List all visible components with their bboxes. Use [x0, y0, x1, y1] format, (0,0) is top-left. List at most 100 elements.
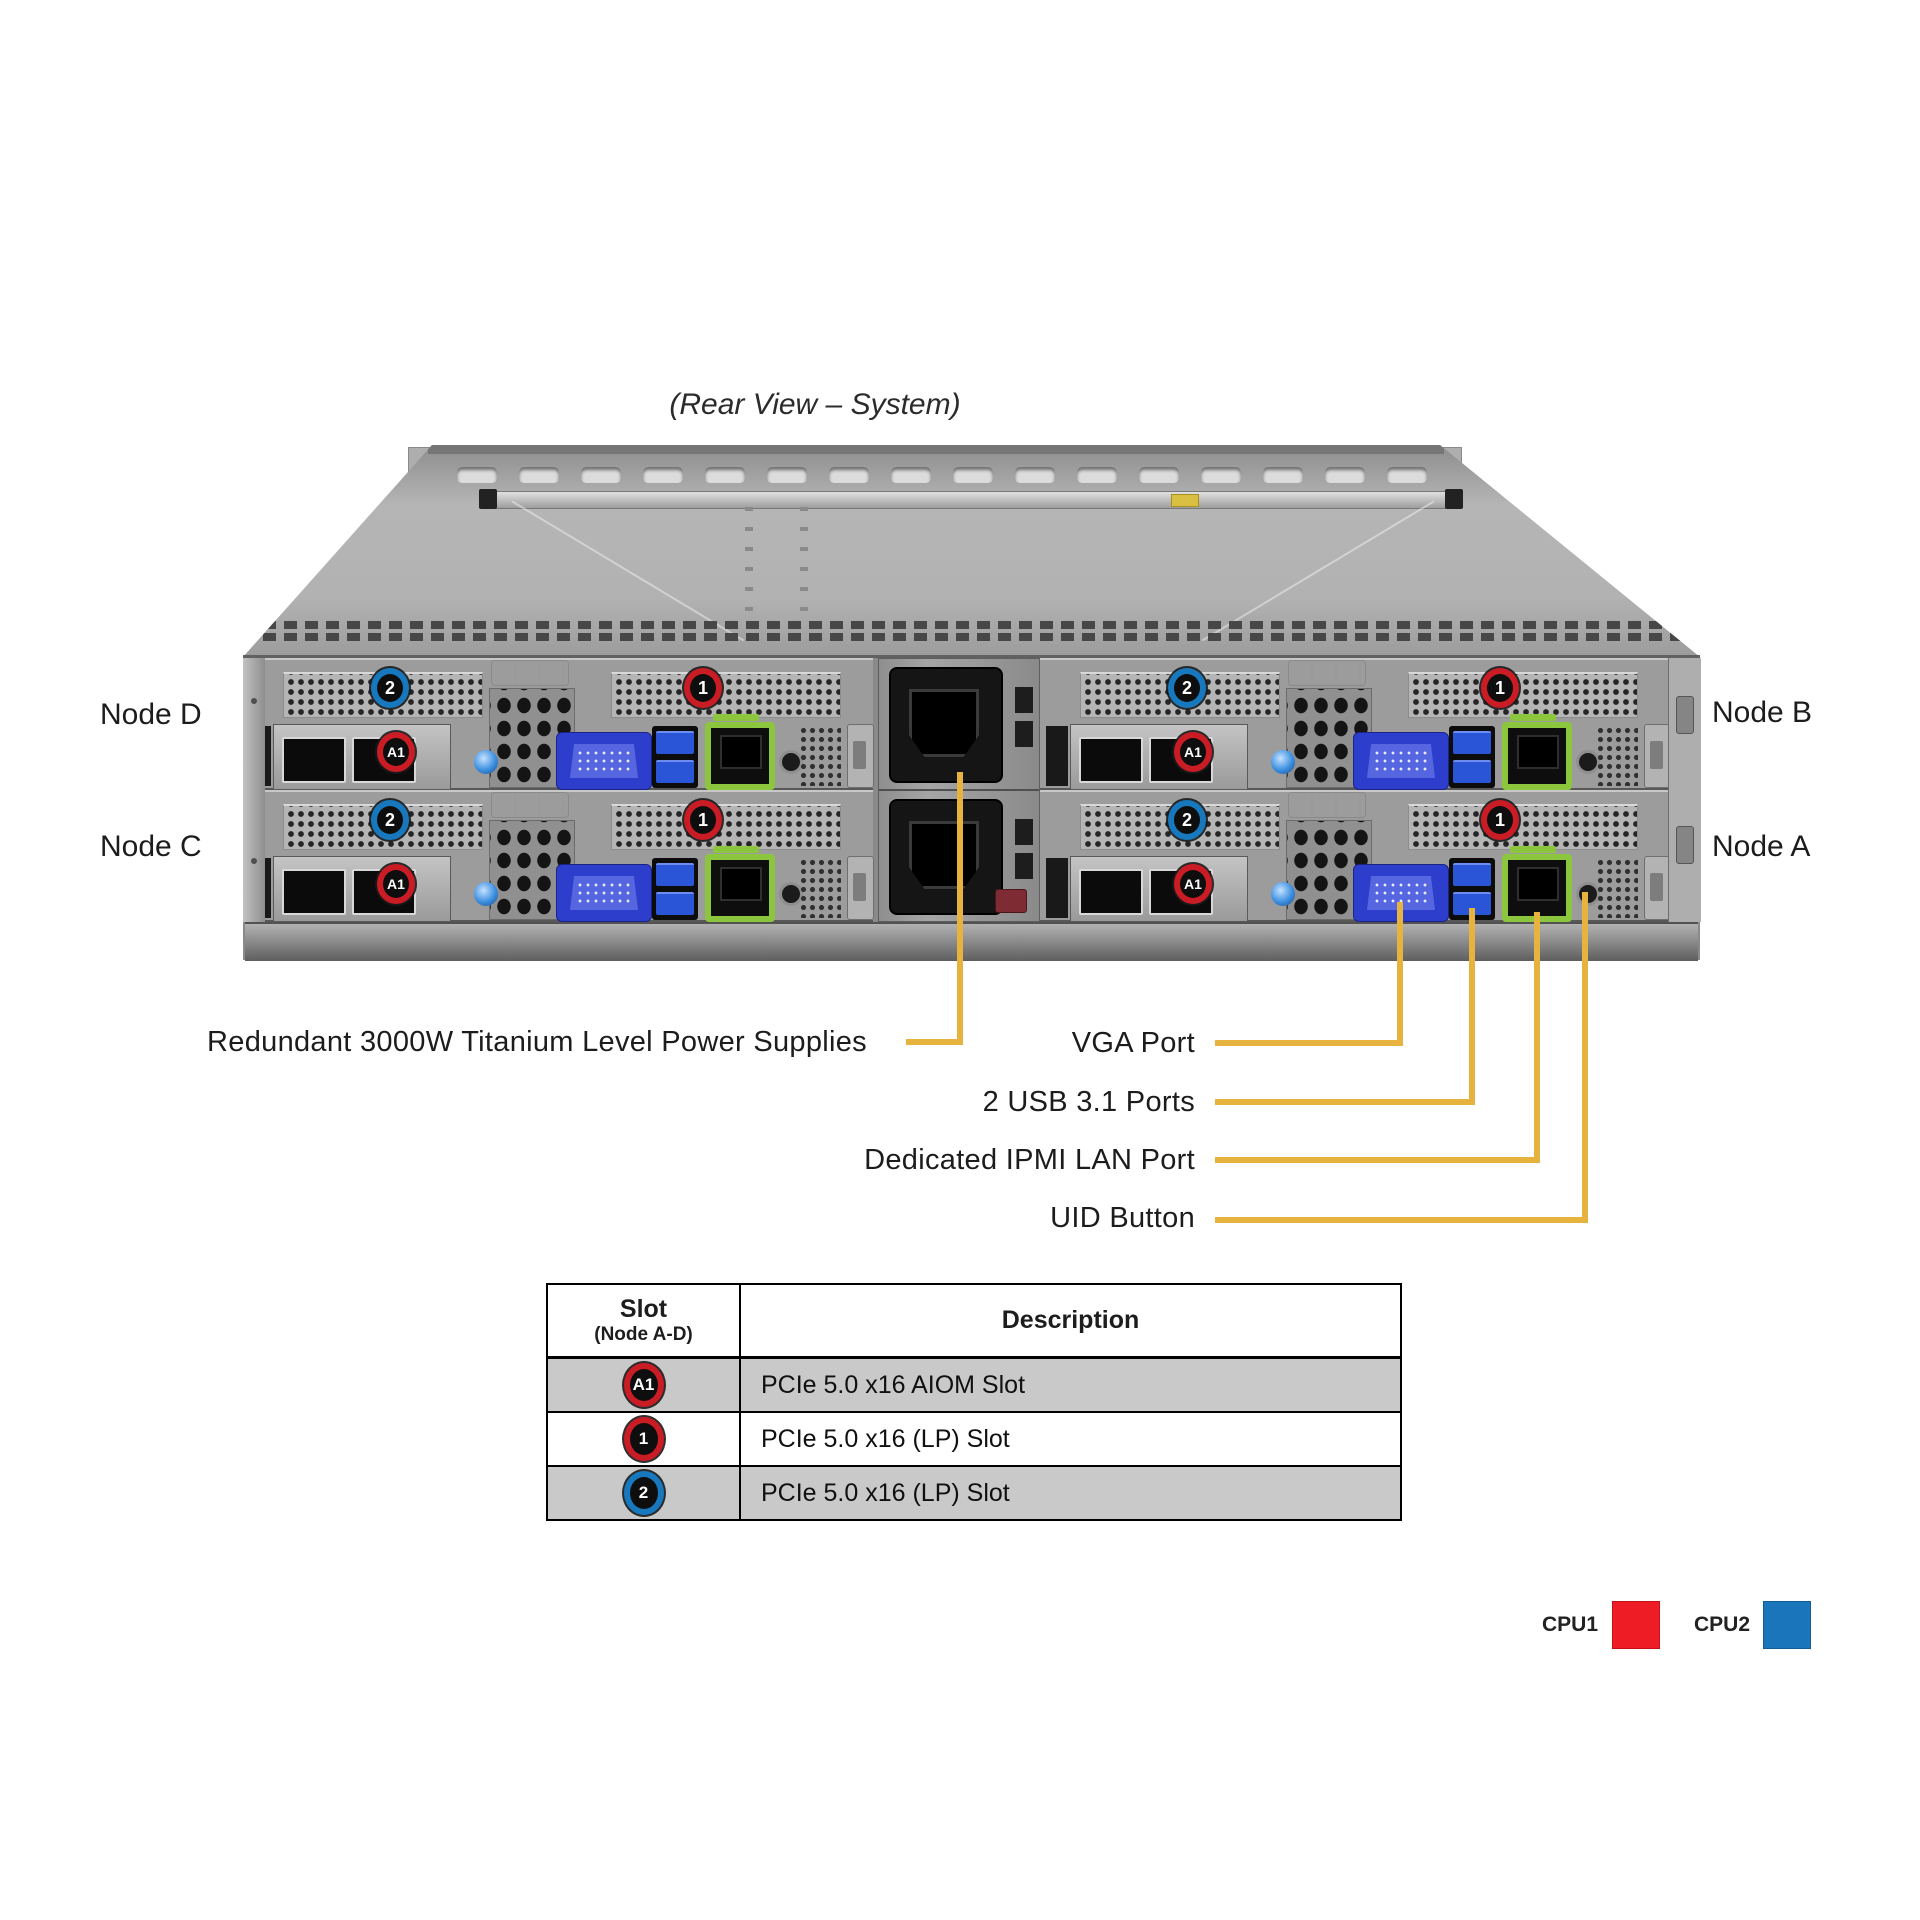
slot1-badge-label: 1	[1494, 809, 1505, 830]
slot1-badge: 1	[1481, 800, 1519, 840]
warning-sticker	[1171, 494, 1199, 507]
usb-ports	[1449, 858, 1495, 920]
node-release-latch	[847, 856, 874, 920]
vent-holes	[1596, 726, 1638, 786]
slot-description: PCIe 5.0 x16 AIOM Slot	[761, 1370, 1026, 1399]
slot1-badge-label: 1	[1494, 677, 1505, 698]
ipmi-callout-label: Dedicated IPMI LAN Port	[864, 1144, 1195, 1176]
vent-holes	[799, 726, 841, 786]
slot-description: PCIe 5.0 x16 (LP) Slot	[761, 1424, 1010, 1453]
legend-cpu1-label: CPU1	[1542, 1613, 1599, 1636]
slot2-badge: 2	[1168, 668, 1206, 708]
latch-clip	[1288, 792, 1366, 818]
status-led	[1271, 882, 1295, 906]
vent-holes	[1596, 858, 1638, 918]
psu-connector-detail	[1015, 687, 1033, 747]
rail-clip	[1445, 489, 1463, 509]
slot-header-line1: Slot	[619, 1295, 668, 1323]
slot2-badge: 2	[371, 800, 409, 840]
vga-port	[556, 864, 652, 922]
chassis-top-cover	[243, 445, 1700, 657]
usb-callout-label: 2 USB 3.1 Ports	[982, 1086, 1195, 1118]
slot2-badge: 2	[371, 668, 409, 708]
callout-line-ipmi	[1534, 912, 1540, 1163]
table-row: A1 PCIe 5.0 x16 AIOM Slot	[548, 1359, 1400, 1411]
callout-line-psu	[957, 772, 963, 1045]
slot-description: PCIe 5.0 x16 (LP) Slot	[761, 1478, 1010, 1507]
aiom-port	[1079, 869, 1143, 915]
slotA1-badge: A1	[1174, 864, 1212, 904]
legend-cpu2-swatch	[1763, 1601, 1811, 1649]
ipmi-lan-port	[1502, 714, 1572, 790]
description-column-header: Description	[1001, 1306, 1140, 1334]
aiom-port-cage	[1070, 724, 1248, 790]
psu-connector-detail	[1015, 819, 1033, 879]
slotA1-badge-label: A1	[1184, 876, 1202, 892]
callout-line-uid	[1215, 1217, 1588, 1223]
aiom-port	[1079, 737, 1143, 783]
chassis-rear-lip	[428, 445, 1444, 454]
slot-column-header: Slot (Node A-D)	[548, 1285, 741, 1356]
legend-cpu2-label: CPU2	[1694, 1613, 1751, 1636]
vga-port	[1353, 732, 1449, 790]
vent-panel-slot1	[1408, 804, 1638, 850]
slot1-badge-label: 1	[697, 809, 708, 830]
node-a-module: 2 1 A1	[1040, 790, 1671, 922]
node-d-label: Node D	[100, 698, 202, 731]
slot1-badge-label: 1	[697, 677, 708, 698]
vent-holes	[799, 858, 841, 918]
ac-inlet	[889, 667, 1003, 783]
vent-panel-slot1	[1408, 672, 1638, 718]
callout-line-uid	[1582, 892, 1588, 1223]
chassis-base	[245, 922, 1698, 961]
slot-header-line2: (Node A-D)	[594, 1324, 693, 1345]
slot1-badge: 1	[1481, 668, 1519, 708]
status-led	[474, 750, 498, 774]
vent-panel-slot1	[611, 672, 841, 718]
ipmi-lan-port	[705, 714, 775, 790]
callout-line-ipmi	[1215, 1157, 1540, 1163]
status-led	[474, 882, 498, 906]
slotA1-badge: A1	[377, 864, 415, 904]
callout-line-usb	[1215, 1099, 1475, 1105]
rail-clip	[479, 489, 497, 509]
rack-ear-left	[243, 658, 265, 922]
ipmi-lan-port	[705, 846, 775, 922]
vga-callout-label: VGA Port	[1071, 1027, 1195, 1059]
slotA1-badge: A1	[1174, 732, 1212, 772]
top-vent-slots	[457, 467, 1439, 483]
slotA1-badge-label: A1	[1184, 744, 1202, 760]
node-d-module: 2 1 A1	[243, 658, 874, 790]
slotA1-badge: A1	[623, 1363, 664, 1407]
slot2-badge: 2	[1168, 800, 1206, 840]
usb-ports	[652, 726, 698, 788]
vent-panel-slot1	[611, 804, 841, 850]
power-supply-lower	[879, 791, 1039, 921]
psu-callout-label: Redundant 3000W Titanium Level Power Sup…	[207, 1026, 867, 1058]
io-filler-panel	[1046, 858, 1068, 918]
latch-clip	[491, 660, 569, 686]
latch-clip	[491, 792, 569, 818]
status-led	[1271, 750, 1295, 774]
callout-line-usb	[1469, 908, 1475, 1105]
diagram-title: (Rear View – System)	[669, 388, 961, 421]
table-row: 2 PCIe 5.0 x16 (LP) Slot	[548, 1465, 1400, 1519]
slotA1-badge: A1	[377, 732, 415, 772]
cover-marks	[745, 507, 753, 611]
slotA1-badge-label: A1	[387, 876, 405, 892]
node-c-module: 2 1 A1	[243, 790, 874, 922]
table-header: Slot (Node A-D) Description	[548, 1285, 1400, 1359]
cover-marks	[800, 507, 808, 611]
aiom-port	[282, 869, 346, 915]
slot-description-table: Slot (Node A-D) Description A1 PCIe 5.0 …	[546, 1283, 1402, 1521]
ac-inlet	[889, 799, 1003, 915]
slotA1-badge-label: A1	[387, 744, 405, 760]
perforation-band	[263, 621, 1683, 629]
cover-rail	[479, 489, 1463, 509]
node-release-latch	[847, 724, 874, 788]
latch-clip	[1288, 660, 1366, 686]
node-release-latch	[1644, 724, 1671, 788]
slot2-badge-label: 2	[384, 809, 395, 830]
callout-line-vga	[1215, 1040, 1403, 1046]
legend-cpu1-swatch	[1612, 1601, 1660, 1649]
